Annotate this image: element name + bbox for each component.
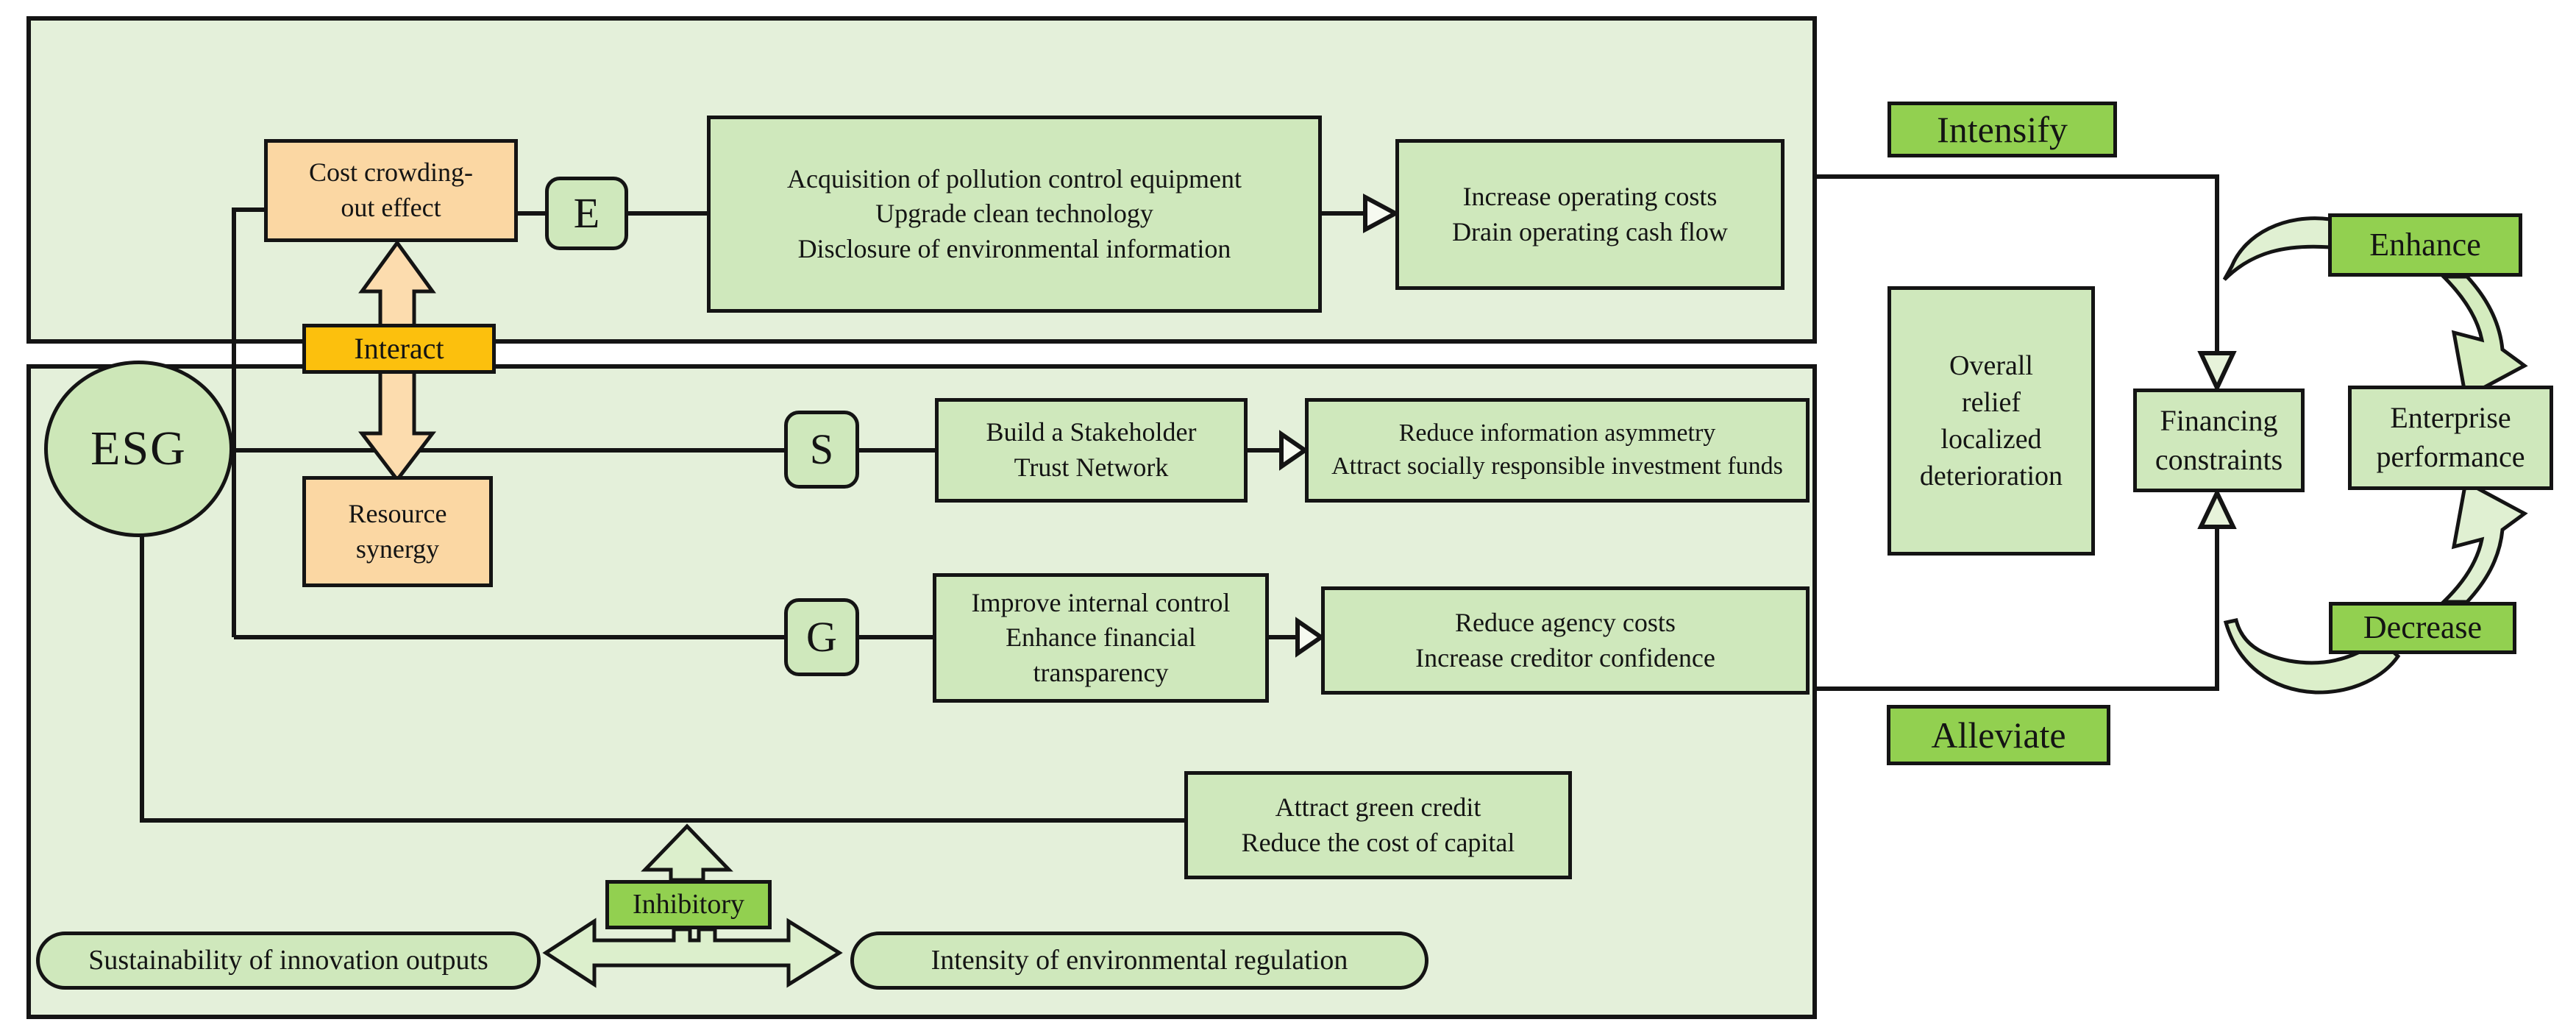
- resource-synergy-line2: synergy: [355, 533, 440, 564]
- s-node-label: S: [809, 425, 834, 473]
- overall-relief-box: Overall relief localized deterioration: [1887, 286, 2095, 556]
- financing-bottom-arrowhead-icon: [2197, 488, 2237, 529]
- enterprise-performance-box: Enterprise performance: [2348, 386, 2553, 490]
- stakeholder-trust-line1: Build a Stakeholder: [986, 417, 1197, 447]
- agency-costs-line1: Reduce agency costs: [1455, 607, 1676, 637]
- sustainability-pill-label: Sustainability of innovation outputs: [88, 945, 488, 976]
- overall-relief-line4: deterioration: [1919, 461, 2063, 492]
- inhibitory-label-box: Inhibitory: [605, 880, 772, 929]
- intensify-label: Intensify: [1937, 109, 2068, 150]
- environmental-actions-line2: Upgrade clean technology: [875, 199, 1153, 229]
- alleviate-label-box: Alleviate: [1887, 705, 2110, 765]
- enhance-label: Enhance: [2369, 226, 2481, 263]
- internal-control-box: Improve internal control Enhance financi…: [933, 573, 1269, 703]
- s-node: S: [784, 411, 859, 489]
- internal-control-line2: Enhance financial: [1006, 622, 1196, 653]
- stakeholder-trust-line2: Trust Network: [1014, 453, 1169, 482]
- decrease-label: Decrease: [2363, 609, 2483, 646]
- enhance-label-box: Enhance: [2328, 213, 2522, 277]
- increase-costs-line1: Increase operating costs: [1462, 181, 1718, 211]
- financing-constraints-line1: Financing: [2160, 403, 2278, 437]
- alleviate-label: Alleviate: [1931, 714, 2066, 756]
- decrease-to-enterprise-arrow-icon: [2438, 479, 2528, 604]
- e-node: E: [545, 177, 628, 250]
- e-node-label: E: [573, 188, 600, 237]
- overall-relief-line2: relief: [1961, 386, 2021, 418]
- cost-crowding-out-box: Cost crowding- out effect: [264, 139, 518, 242]
- reduce-asymmetry-line2: Attract socially responsible investment …: [1331, 453, 1783, 480]
- g-node-label: G: [806, 612, 837, 661]
- enterprise-performance-line1: Enterprise: [2390, 401, 2511, 435]
- sustainability-pill: Sustainability of innovation outputs: [36, 932, 541, 990]
- green-credit-box: Attract green credit Reduce the cost of …: [1184, 771, 1572, 879]
- inhibitory-label: Inhibitory: [633, 889, 744, 920]
- increase-costs-box: Increase operating costs Drain operating…: [1395, 139, 1785, 290]
- regulation-pill-label: Intensity of environmental regulation: [931, 945, 1348, 976]
- intensify-to-enhance-swoosh-icon: [2222, 216, 2333, 281]
- internal-control-line1: Improve internal control: [971, 587, 1231, 617]
- interact-label: Interact: [354, 331, 444, 365]
- overall-relief-line3: localized: [1940, 424, 2042, 455]
- g-node: G: [784, 598, 859, 676]
- financing-constraints-line2: constraints: [2155, 442, 2283, 476]
- enhance-to-enterprise-arrow-icon: [2438, 274, 2528, 400]
- agency-costs-box: Reduce agency costs Increase creditor co…: [1321, 586, 1810, 695]
- intensify-label-box: Intensify: [1887, 102, 2117, 157]
- green-credit-line2: Reduce the cost of capital: [1241, 827, 1515, 857]
- esg-label: ESG: [90, 422, 187, 476]
- resource-synergy-line1: Resource: [348, 498, 447, 528]
- resource-synergy-box: Resource synergy: [302, 476, 493, 587]
- overall-relief-line1: Overall: [1949, 350, 2033, 381]
- cost-crowding-out-line1: Cost crowding-: [309, 157, 473, 188]
- decrease-label-box: Decrease: [2329, 602, 2516, 654]
- enterprise-performance-line2: performance: [2376, 440, 2525, 473]
- regulation-pill: Intensity of environmental regulation: [850, 932, 1428, 990]
- environmental-actions-box: Acquisition of pollution control equipme…: [707, 116, 1322, 313]
- environmental-actions-line1: Acquisition of pollution control equipme…: [787, 163, 1242, 194]
- cost-crowding-out-line2: out effect: [341, 193, 441, 222]
- financing-constraints-box: Financing constraints: [2133, 388, 2305, 492]
- reduce-asymmetry-line1: Reduce information asymmetry: [1398, 419, 1716, 447]
- environmental-actions-line3: Disclosure of environmental information: [797, 233, 1231, 263]
- interact-label-box: Interact: [302, 324, 496, 374]
- reduce-asymmetry-box: Reduce information asymmetry Attract soc…: [1305, 398, 1810, 503]
- financing-top-arrowhead-icon: [2197, 351, 2237, 394]
- stakeholder-trust-box: Build a Stakeholder Trust Network: [935, 398, 1248, 503]
- esg-node: ESG: [44, 361, 233, 537]
- agency-costs-line2: Increase creditor confidence: [1415, 642, 1715, 673]
- green-credit-line1: Attract green credit: [1275, 792, 1481, 822]
- internal-control-line3: transparency: [1033, 657, 1169, 687]
- increase-costs-line2: Drain operating cash flow: [1452, 216, 1728, 246]
